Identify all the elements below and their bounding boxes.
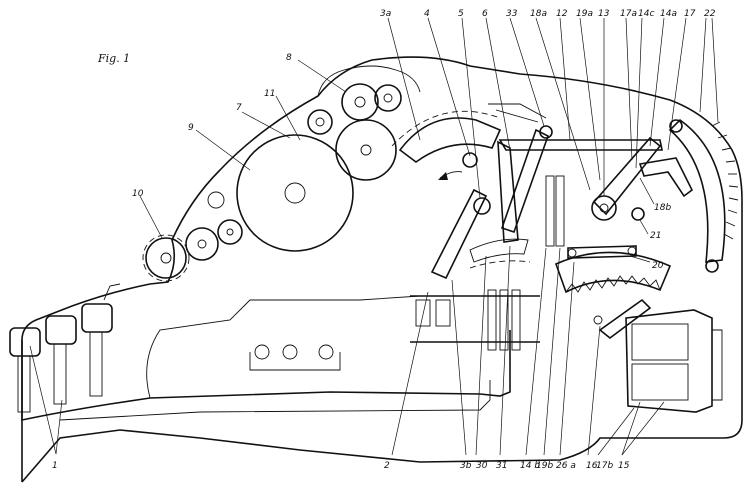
label-17a: 17a [620, 9, 637, 19]
label-19a: 19a [576, 9, 593, 19]
pivot-4 [462, 152, 478, 168]
label-12: 12 [556, 9, 568, 19]
label-17: 17 [684, 9, 696, 19]
label-18b: 18b [654, 203, 671, 213]
label-14a: 14a [660, 9, 677, 19]
label-30: 30 [476, 461, 488, 471]
label-10: 10 [132, 189, 144, 199]
label-2: 2 [384, 461, 390, 471]
gear-9 [236, 134, 354, 252]
pivot-33 [539, 125, 553, 139]
label-11: 11 [264, 89, 275, 99]
label-21: 21 [650, 231, 661, 241]
box-15 [625, 309, 713, 413]
gear-7 [335, 119, 397, 181]
lever-5 [430, 188, 488, 280]
pivot-5 [473, 197, 491, 215]
label-13: 13 [598, 9, 610, 19]
latch-16 [598, 298, 652, 340]
gear-11 [307, 109, 333, 135]
label-33: 33 [506, 9, 518, 19]
label-15: 15 [618, 461, 630, 471]
housing-outline [21, 56, 743, 483]
figure-title: Fig. 1 [97, 52, 130, 65]
label-7: 7 [236, 103, 242, 113]
label-26a: 26 a [556, 461, 576, 471]
mount-hole-3 [318, 344, 334, 360]
pawl-18b [638, 157, 694, 198]
label-8: 8 [286, 53, 292, 63]
gear-8b [374, 84, 402, 112]
label-6: 6 [482, 9, 488, 19]
label-31: 31 [496, 461, 507, 471]
label-1: 1 [52, 461, 58, 471]
gear-train [142, 83, 402, 282]
keyboard-base-rail [59, 380, 491, 421]
ratchet-teeth [565, 275, 661, 293]
label-16: 16 [586, 461, 598, 471]
mount-hole-2 [282, 344, 298, 360]
arc-segment-dash [391, 110, 501, 147]
lever-6 [497, 140, 519, 243]
label-22: 22 [704, 9, 716, 19]
label-5: 5 [458, 9, 464, 19]
upper-gear-cover [317, 65, 421, 97]
keyboard-body [21, 330, 511, 421]
gear-10 [145, 237, 187, 279]
link-33 [500, 128, 549, 234]
leader-lines [29, 17, 719, 456]
scale-teeth [711, 121, 739, 240]
bar-19b [545, 175, 555, 247]
mount-bracket [249, 352, 341, 371]
label-20: 20 [652, 261, 664, 271]
lower-pins [410, 289, 540, 351]
body-inner-line [146, 295, 540, 399]
label-18a: 18a [530, 9, 547, 19]
scale-arc-22 [668, 118, 726, 263]
keys [9, 283, 121, 413]
label-3a: 3a [380, 9, 391, 19]
label-17b: 17b [596, 461, 613, 471]
label-14c: 14c [638, 9, 654, 19]
part-labels: 1 2 3a 3b 4 5 6 7 8 9 10 11 12 13 14a 14… [52, 9, 716, 471]
label-9: 9 [188, 123, 194, 133]
mount-hole-1 [254, 344, 270, 360]
bar-14b [555, 175, 565, 247]
label-4: 4 [424, 9, 430, 19]
label-14b: 14 b [520, 461, 540, 471]
label-3b: 3b [460, 461, 472, 471]
arc-segment-3a [398, 117, 502, 163]
toothed-sector [469, 238, 529, 263]
frame-plate [498, 139, 663, 151]
gear-8a [341, 83, 379, 121]
label-19b: 19b [536, 461, 553, 471]
pivot-21 [631, 207, 645, 221]
lever-14 [592, 136, 662, 216]
